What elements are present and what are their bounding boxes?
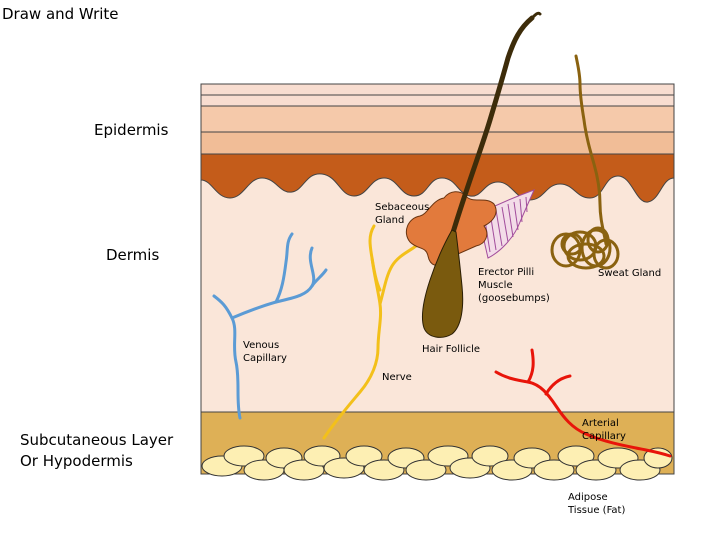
erector-pilli-muscle-label: Erector Pilli Muscle (goosebumps)	[478, 267, 550, 304]
fat-cell	[405, 459, 447, 481]
nerve	[322, 224, 418, 440]
fat-cell	[345, 445, 383, 467]
sebaceous-gland-label: Sebaceous Gland	[375, 202, 430, 226]
sweat-gland-label: Sweat Gland	[598, 268, 662, 279]
venous-capillary-label: Venous Capillary	[243, 340, 287, 364]
sweat-gland-duct	[574, 54, 608, 246]
venous-capillary	[212, 232, 328, 420]
epidermis-inner-layer	[200, 131, 675, 155]
adipose-fat-cells	[201, 445, 673, 481]
hair-follicle	[421, 229, 464, 338]
arterial-capillary-label: Arterial Capillary	[582, 418, 626, 442]
fat-cell	[557, 445, 595, 467]
adipose-tissue-label: Adipose Tissue (Fat)	[568, 492, 626, 516]
page-title: Draw and Write	[2, 5, 119, 23]
nerve-label: Nerve	[382, 372, 412, 383]
epidermis-basal-layer	[200, 153, 675, 203]
fat-cell	[533, 459, 575, 481]
subcutaneous-layer-label: Subcutaneous Layer Or Hypodermis	[20, 431, 174, 470]
epidermis-label: Epidermis	[94, 121, 169, 139]
fat-cell	[471, 445, 509, 467]
hair-follicle-label: Hair Follicle	[422, 344, 480, 355]
hair-shaft	[449, 15, 535, 239]
epidermis-middle-layer	[200, 105, 675, 133]
sweat-gland-coil	[550, 226, 620, 270]
arterial-capillary	[494, 348, 672, 458]
dermis-label: Dermis	[106, 246, 160, 264]
